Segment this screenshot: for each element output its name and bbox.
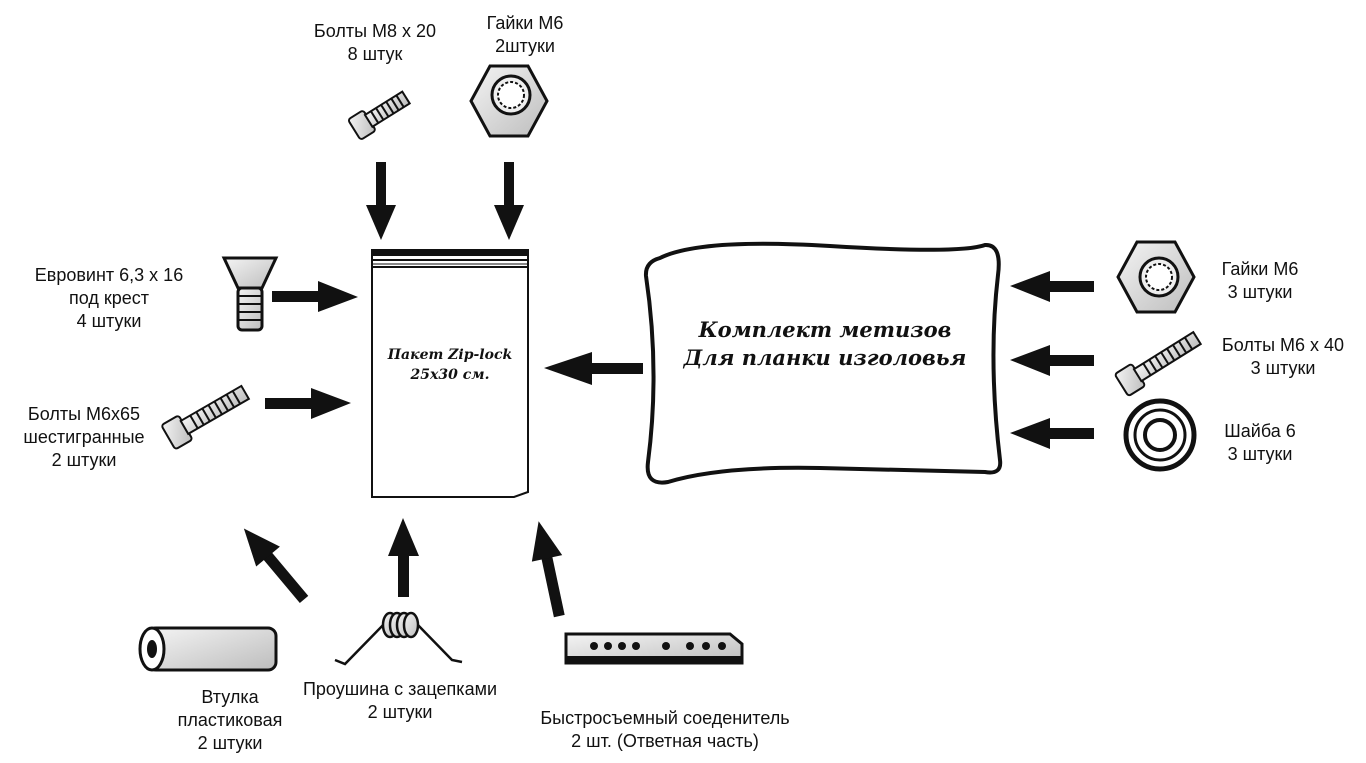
label-eurovint-line1: Евровинт 6,3 х 16 [34, 265, 184, 285]
bushing-icon [138, 626, 278, 672]
arrow-icon [265, 388, 351, 419]
bag-label-line1: Пакет Zip-lock [387, 347, 513, 363]
label-eyelet: Проушина с зацепками 2 штуки [280, 678, 520, 724]
label-nuts-m6-top-line1: Гайки М6 [486, 13, 564, 33]
connector-plate-icon [564, 632, 744, 665]
arrow-icon [272, 281, 358, 312]
long-bolt-icon [1114, 330, 1203, 397]
countersunk-screw-icon [221, 256, 279, 332]
long-bolt-icon [161, 384, 251, 450]
label-nuts-m6-top: Гайки М6 2штуки [470, 12, 580, 58]
label-bolts-m6x65-line3: 2 штуки [51, 450, 117, 470]
arrow-icon [531, 521, 565, 618]
label-washer-line2: 3 штуки [1227, 444, 1293, 464]
label-eurovint-line2: под крест [68, 288, 149, 308]
spring-eyelet-icon [334, 611, 463, 666]
label-washer: Шайба 6 3 штуки [1210, 420, 1310, 466]
label-eurovint: Евровинт 6,3 х 16 под крест 4 штуки [4, 264, 214, 333]
arrow-icon [388, 518, 419, 597]
label-bolts-m6x40-line1: Болты М6 х 40 [1221, 335, 1345, 355]
arrow-icon [243, 528, 309, 603]
label-nuts-m6-right: Гайки М6 3 штуки [1205, 258, 1315, 304]
bolt-icon [348, 90, 412, 140]
label-bushing-line3: 2 штуки [197, 733, 263, 753]
arrows [243, 162, 1094, 618]
label-bolts-m6x40: Болты М6 х 40 3 штуки [1200, 334, 1366, 380]
arrow-icon [494, 162, 524, 240]
label-bolts-m6x65-line1: Болты М6х65 [27, 404, 141, 424]
label-eurovint-line3: 4 штуки [76, 311, 142, 331]
arrow-icon [366, 162, 396, 240]
label-bolts-m8: Болты М8 х 20 8 штук [290, 20, 460, 66]
arrow-icon [1010, 271, 1094, 302]
hex-nut-icon [469, 64, 549, 138]
label-nuts-m6-right-line2: 3 штуки [1227, 282, 1293, 302]
arrow-icon [1010, 418, 1094, 449]
label-eyelet-line1: Проушина с зацепками [302, 679, 498, 699]
label-washer-line1: Шайба 6 [1224, 421, 1296, 441]
label-connector-line1: Быстросъемный соеденитель [540, 708, 790, 728]
label-bushing: Втулка пластиковая 2 штуки [160, 686, 300, 755]
zip-lock-bag-icon [371, 249, 529, 498]
kit-label-line1: Комплект метизов [698, 317, 952, 342]
kit-label: Комплект метизов Для планки изголовья [660, 316, 990, 372]
label-nuts-m6-right-line1: Гайки М6 [1221, 259, 1299, 279]
label-nuts-m6-top-line2: 2штуки [495, 36, 555, 56]
label-connector: Быстросъемный соеденитель 2 шт. (Ответна… [500, 707, 830, 753]
washer-icon [1123, 398, 1197, 472]
bag-label-line2: 25x30 см. [410, 367, 490, 383]
arrow-icon [544, 352, 643, 385]
kit-label-line2: Для планки изголовья [683, 345, 967, 370]
bag-label: Пакет Zip-lock 25x30 см. [372, 345, 528, 385]
label-eyelet-line2: 2 штуки [367, 702, 433, 722]
label-bolts-m8-line1: Болты М8 х 20 [313, 21, 437, 41]
label-connector-line2: 2 шт. (Ответная часть) [571, 731, 759, 751]
label-bolts-m6x65: Болты М6х65 шестигранные 2 штуки [4, 403, 164, 472]
label-bushing-line2: пластиковая [177, 710, 283, 730]
label-bolts-m6x40-line2: 3 штуки [1250, 358, 1316, 378]
hex-nut-icon [1116, 240, 1196, 314]
label-bolts-m8-line2: 8 штук [347, 44, 403, 64]
label-bolts-m6x65-line2: шестигранные [23, 427, 145, 447]
label-bushing-line1: Втулка [201, 687, 259, 707]
arrow-icon [1010, 345, 1094, 376]
kit-outline [643, 241, 1003, 485]
